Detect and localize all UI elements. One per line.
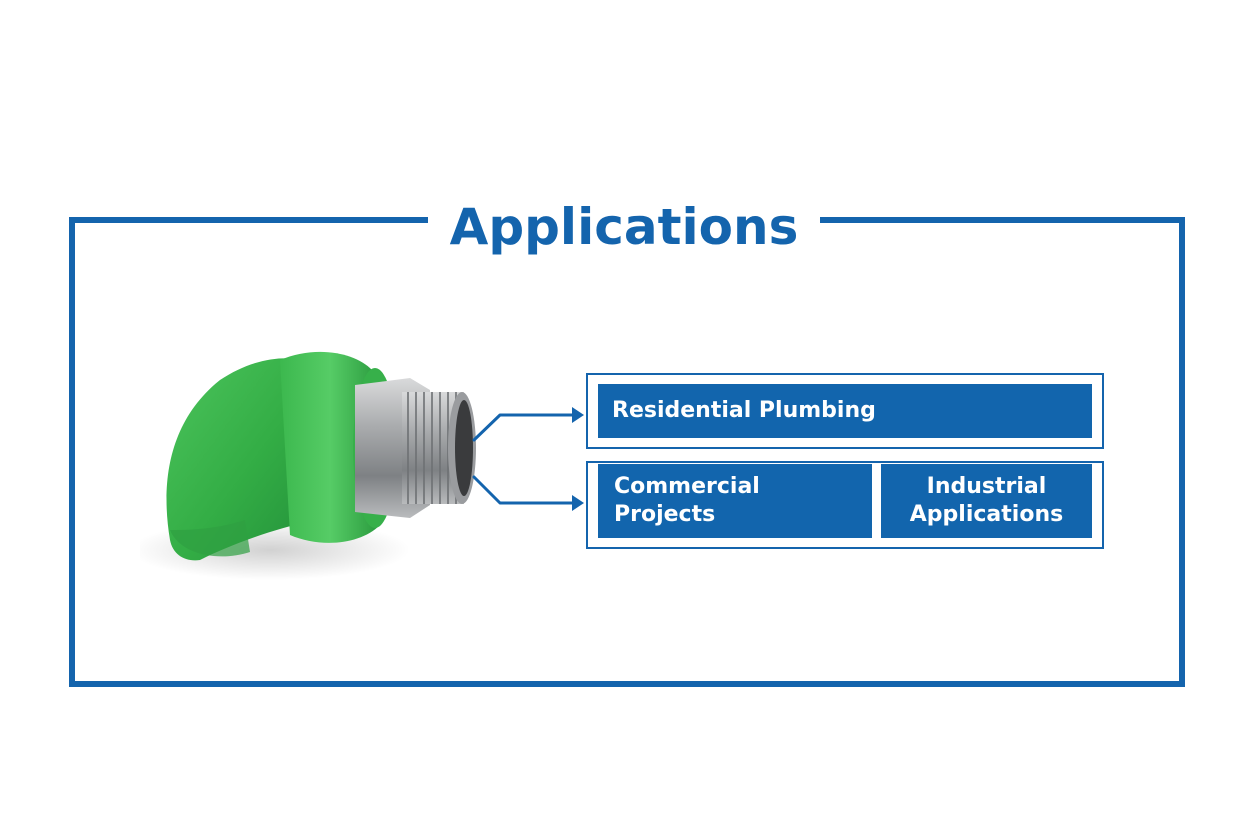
connector-arrows xyxy=(472,407,584,511)
industrial-applications-text: Industrial Applications xyxy=(909,474,1064,527)
page-title: Applications xyxy=(449,198,799,256)
industrial-applications-label: Industrial Applications xyxy=(881,464,1092,538)
pipe-elbow-fitting-icon xyxy=(140,351,476,580)
residential-plumbing-label: Residential Plumbing xyxy=(598,384,1092,438)
title-gap xyxy=(428,200,820,240)
commercial-projects-label: Commercial Projects xyxy=(598,464,872,538)
residential-plumbing-text: Residential Plumbing xyxy=(612,398,876,423)
commercial-projects-text: Commercial Projects xyxy=(614,474,760,527)
arrow-right-icon xyxy=(472,475,574,505)
arrow-right-icon xyxy=(472,413,574,442)
